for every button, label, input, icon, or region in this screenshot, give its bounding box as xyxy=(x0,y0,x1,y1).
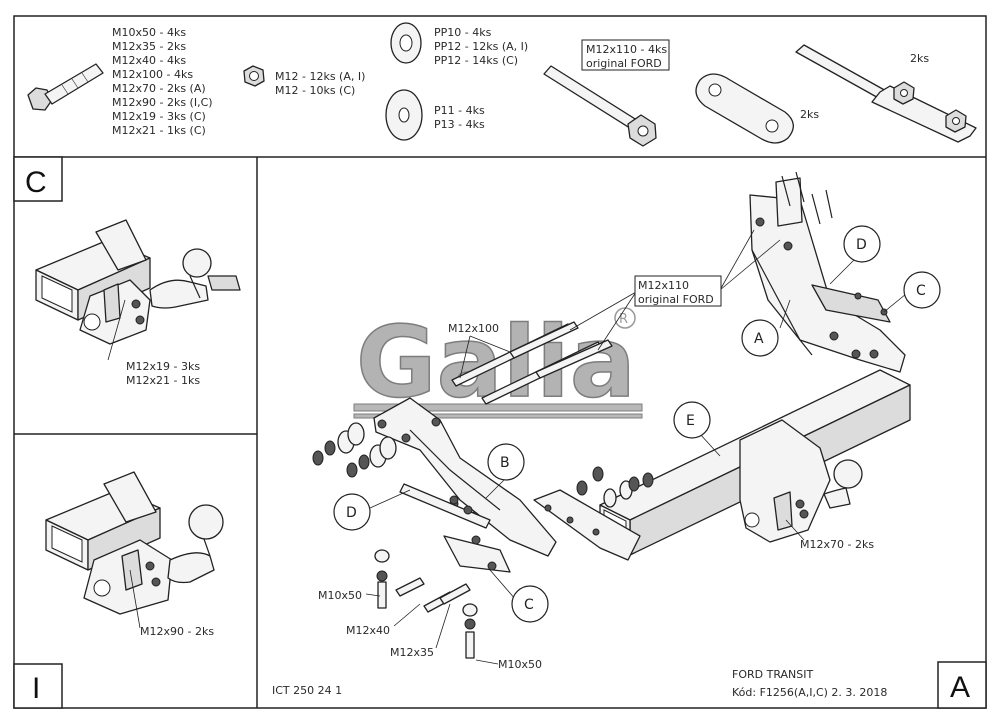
bolt-spec-5: M12x90 - 2ks (I,C) xyxy=(112,96,213,109)
nut-spec-1: M12 - 10ks (C) xyxy=(275,84,355,97)
callout-c-bottom: C xyxy=(511,585,549,623)
hitch-variant-c xyxy=(35,219,241,345)
washer-spec-2: PP12 - 14ks (C) xyxy=(434,54,518,67)
label-m12x110-box xyxy=(634,275,722,307)
label-m12x40: M12x40 xyxy=(346,624,390,637)
original-bolt-spec: M12x110 - 4ks xyxy=(586,43,667,56)
plate-quantity: 2ks xyxy=(800,108,819,121)
svg-text:B: B xyxy=(500,455,510,471)
washer-spec-1: PP12 - 12ks (A, I) xyxy=(434,40,528,53)
callout-a: A xyxy=(741,319,779,357)
bolt-icon xyxy=(27,63,104,111)
callout-d-right: D xyxy=(843,225,881,263)
panel-i-letter-box xyxy=(13,663,63,709)
loose-hardware-right xyxy=(576,466,654,508)
panel-a-letter-box xyxy=(937,661,987,709)
svg-text:D: D xyxy=(346,505,357,521)
panel-c-bolt-0: M12x19 - 3ks xyxy=(126,360,200,373)
nut-spec-0: M12 - 12ks (A, I) xyxy=(275,70,365,83)
panel-c-letter-box xyxy=(13,156,63,202)
bracket-d-bottom xyxy=(399,483,511,573)
washer-icon-large xyxy=(385,89,423,141)
original-bolt-label-box xyxy=(581,39,670,71)
panel-c-bolt-1: M12x21 - 1ks xyxy=(126,374,200,387)
side-bracket-b xyxy=(373,397,557,557)
label-m12x110-note: original FORD xyxy=(638,293,714,306)
vehicle-model: FORD TRANSIT xyxy=(732,668,813,681)
washer-spec-0: PP10 - 4ks xyxy=(434,26,492,39)
loose-hardware-left xyxy=(312,422,397,478)
svg-text:C: C xyxy=(524,597,534,613)
callout-c-right: C xyxy=(903,271,941,309)
panel-i-bolt: M12x90 - 2ks xyxy=(140,625,214,638)
label-m12x100: M12x100 xyxy=(448,322,499,335)
drawing-frame xyxy=(13,15,987,709)
nut-icon xyxy=(243,65,265,87)
bolt-spec-4: M12x70 - 2ks (A) xyxy=(112,82,206,95)
svg-text:D: D xyxy=(856,237,867,253)
front-plate xyxy=(533,489,641,561)
original-bolt-note: original FORD xyxy=(586,57,662,70)
callout-e: E xyxy=(673,401,711,439)
leader-i-bolts xyxy=(129,569,141,629)
hitch-variant-i xyxy=(45,471,224,615)
label-m10x50-a: M10x50 xyxy=(318,589,362,602)
bolt-spec-7: M12x21 - 1ks (C) xyxy=(112,124,206,137)
leader-c-bolts xyxy=(107,299,126,361)
washer-icon-small xyxy=(390,22,422,64)
callout-b: B xyxy=(487,443,525,481)
svg-text:E: E xyxy=(686,413,695,429)
product-code: Kód: F1256(A,I,C) 2. 3. 2018 xyxy=(732,686,887,699)
loose-bolts-bottom xyxy=(374,549,478,659)
bolt-spec-3: M12x100 - 4ks xyxy=(112,68,193,81)
panel-i-letter: I xyxy=(32,672,40,705)
label-m12x35: M12x35 xyxy=(390,646,434,659)
side-bracket-a xyxy=(749,171,906,373)
long-bolt-icon xyxy=(543,65,657,147)
label-m10x50-b: M10x50 xyxy=(498,658,542,671)
leader-lines xyxy=(365,229,907,665)
bolt-spec-6: M12x19 - 3ks (C) xyxy=(112,110,206,123)
m12x100-bolts xyxy=(451,321,613,405)
bracket-icon xyxy=(795,44,977,143)
panel-c-letter: C xyxy=(25,166,47,199)
svg-text:A: A xyxy=(754,331,764,347)
label-m12x110: M12x110 xyxy=(638,279,689,292)
bolt-spec-1: M12x35 - 2ks xyxy=(112,40,186,53)
washer-spec-3: P11 - 4ks xyxy=(434,104,485,117)
svg-text:C: C xyxy=(916,283,926,299)
tow-ball-a xyxy=(739,419,863,543)
bracket-quantity: 2ks xyxy=(910,52,929,65)
label-m12x70: M12x70 - 2ks xyxy=(800,538,874,551)
bolt-spec-2: M12x40 - 4ks xyxy=(112,54,186,67)
drawing-number: ICT 250 24 1 xyxy=(272,684,342,697)
callout-d-bottom: D xyxy=(333,493,371,531)
washer-spec-4: P13 - 4ks xyxy=(434,118,485,131)
bolt-list: M10x50 - 4ks M12x35 - 2ks M12x40 - 4ks M… xyxy=(112,26,213,137)
panel-a-letter: A xyxy=(950,671,970,704)
spacer-plate-icon xyxy=(695,73,794,144)
svg-text:R: R xyxy=(619,312,628,327)
bolt-spec-0: M10x50 - 4ks xyxy=(112,26,186,39)
